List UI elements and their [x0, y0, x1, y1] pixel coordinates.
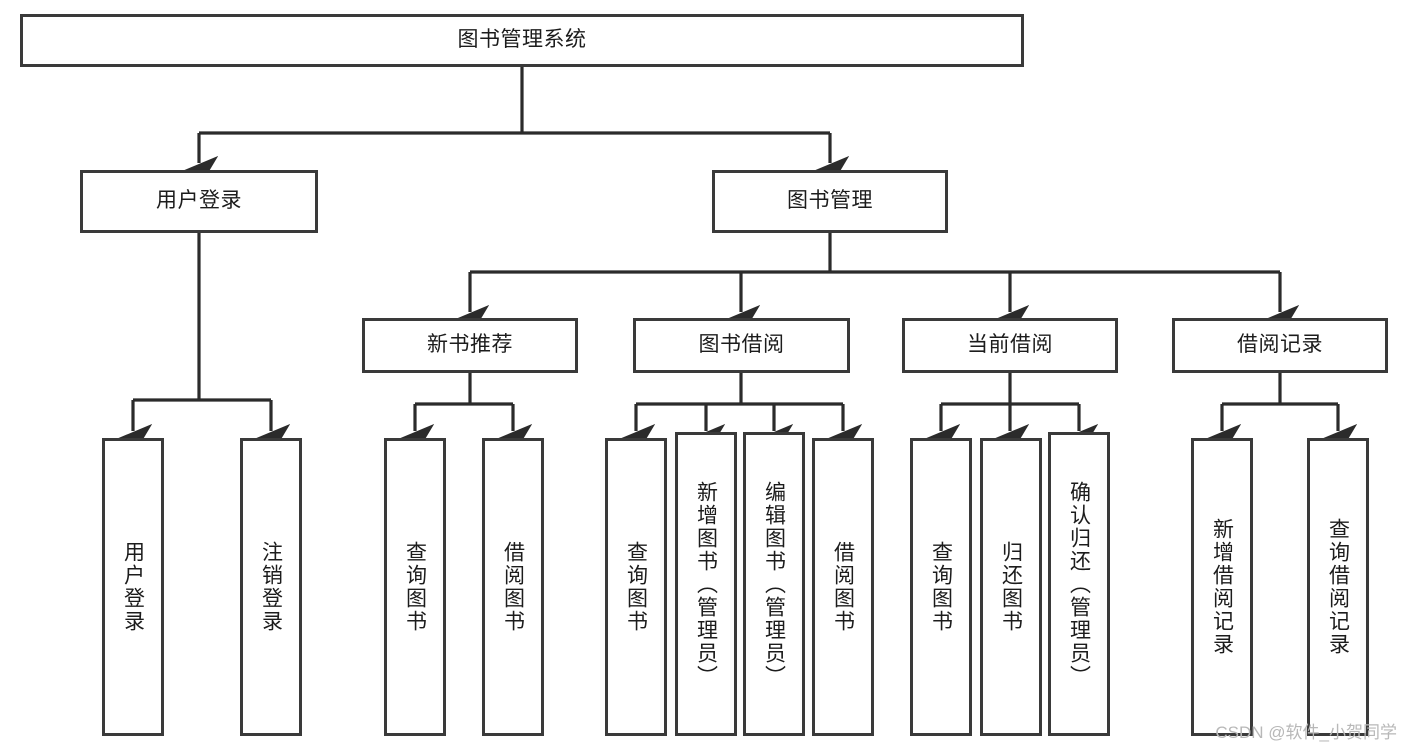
node-label: 当前借阅 — [967, 333, 1053, 357]
node-label: 查询图书 — [624, 541, 648, 633]
leaf-current-confirm-return-admin[interactable]: 确认归还（管理员） — [1048, 432, 1110, 736]
leaf-current-return-book[interactable]: 归还图书 — [980, 438, 1042, 736]
node-label: 查询图书 — [403, 541, 427, 633]
node-current-borrow[interactable]: 当前借阅 — [902, 318, 1118, 373]
leaf-borrow-add-book-admin[interactable]: 新增图书（管理员） — [675, 432, 737, 736]
node-new-book-recommend[interactable]: 新书推荐 — [362, 318, 578, 373]
node-label: 用户登录 — [156, 189, 242, 213]
node-label: 新增图书（管理员） — [694, 480, 718, 688]
node-label: 新书推荐 — [427, 333, 513, 357]
node-book-management[interactable]: 图书管理 — [712, 170, 948, 233]
node-label: 归还图书 — [999, 541, 1023, 633]
leaf-borrow-edit-book-admin[interactable]: 编辑图书（管理员） — [743, 432, 805, 736]
leaf-record-add[interactable]: 新增借阅记录 — [1191, 438, 1253, 736]
leaf-borrow-borrow-book[interactable]: 借阅图书 — [812, 438, 874, 736]
node-root-system[interactable]: 图书管理系统 — [20, 14, 1024, 67]
leaf-new-book-query[interactable]: 查询图书 — [384, 438, 446, 736]
node-label: 图书管理 — [787, 189, 873, 213]
leaf-user-login-signout[interactable]: 注销登录 — [240, 438, 302, 736]
node-label: 新增借阅记录 — [1210, 518, 1234, 656]
node-label: 查询图书 — [929, 541, 953, 633]
node-label: 借阅图书 — [831, 541, 855, 633]
node-label: 注销登录 — [259, 541, 283, 633]
node-book-borrow[interactable]: 图书借阅 — [633, 318, 850, 373]
node-borrow-record[interactable]: 借阅记录 — [1172, 318, 1388, 373]
node-label: 图书借阅 — [698, 333, 785, 357]
leaf-borrow-query-book[interactable]: 查询图书 — [605, 438, 667, 736]
node-label: 借阅图书 — [501, 541, 525, 633]
node-label: 借阅记录 — [1237, 333, 1323, 357]
leaf-new-book-borrow[interactable]: 借阅图书 — [482, 438, 544, 736]
leaf-record-query[interactable]: 查询借阅记录 — [1307, 438, 1369, 736]
node-label: 查询借阅记录 — [1326, 518, 1350, 656]
node-label: 图书管理系统 — [457, 28, 587, 52]
csdn-watermark: CSDN @软件_小贺同学 — [1215, 723, 1397, 742]
node-user-login[interactable]: 用户登录 — [80, 170, 318, 233]
node-label: 编辑图书（管理员） — [762, 480, 786, 688]
leaf-user-login-signin[interactable]: 用户登录 — [102, 438, 164, 736]
node-label: 用户登录 — [121, 541, 145, 633]
node-label: 确认归还（管理员） — [1067, 480, 1091, 688]
leaf-current-query-book[interactable]: 查询图书 — [910, 438, 972, 736]
